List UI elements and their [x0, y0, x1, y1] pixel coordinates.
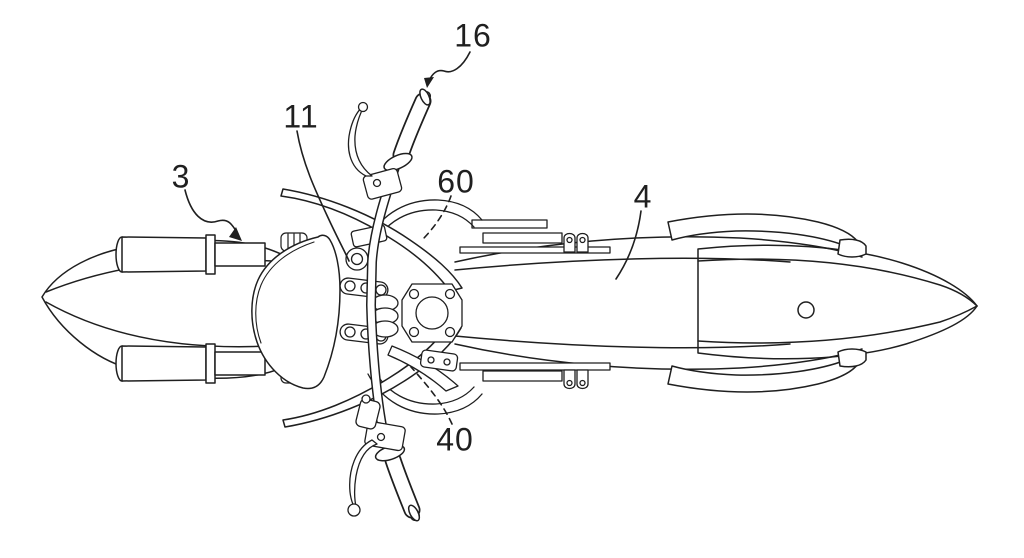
front-fork-upper	[115, 234, 266, 275]
ref-numeral-11: 11	[283, 98, 319, 135]
ref-numeral-16: 16	[454, 17, 492, 54]
leader-16	[428, 51, 471, 82]
leader-60	[421, 195, 452, 241]
brake-lever	[347, 101, 403, 200]
brake-lever-perch	[362, 167, 403, 200]
leader-40	[410, 366, 453, 425]
lower-frame-bracket	[387, 345, 459, 392]
rear-side-panels	[667, 213, 867, 393]
leader-4	[615, 210, 642, 280]
bar-end-top	[419, 88, 431, 106]
leader-3-arrowhead	[229, 227, 242, 241]
leader-16-arrowhead	[424, 77, 434, 88]
ref-numeral-3: 3	[171, 158, 191, 195]
grip-flange-top	[383, 152, 413, 172]
bar-end-bottom	[407, 504, 421, 522]
subframe-rails-top	[459, 219, 611, 254]
front-number-plate	[251, 234, 341, 390]
rear-fender	[697, 244, 978, 360]
ref-numeral-4: 4	[633, 178, 653, 215]
leader-3	[184, 189, 239, 235]
front-fork-lower	[115, 343, 266, 384]
leader-lines	[184, 51, 642, 425]
handlebar	[366, 88, 432, 522]
ref-numeral-40: 40	[436, 421, 474, 458]
clutch-lever	[347, 394, 406, 517]
rear-fender-hole	[797, 301, 815, 319]
leader-11	[296, 130, 350, 262]
ref-numeral-60: 60	[437, 163, 475, 200]
subframe-rails-bottom	[459, 362, 611, 390]
